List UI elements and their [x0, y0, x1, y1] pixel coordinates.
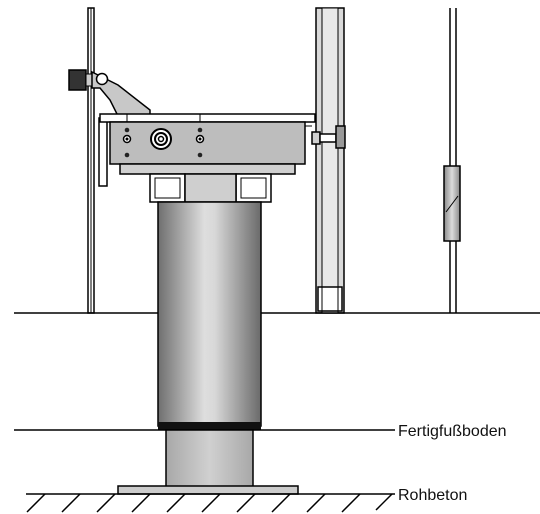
support-blocks [149, 173, 272, 203]
column-foot-band [158, 422, 261, 430]
top-plate-assembly [98, 113, 316, 187]
screw-right-top [197, 127, 203, 133]
left-vertical-pole [87, 7, 95, 314]
top-plate [99, 113, 316, 123]
side-tab [98, 117, 108, 187]
head-body [109, 121, 306, 165]
raw-concrete-label: Rohbeton [398, 487, 467, 504]
right-vertical-rod [443, 8, 461, 313]
head-bottom [119, 163, 296, 175]
finished-floor-label: Fertigfußboden [398, 423, 507, 440]
screw-right-bottom [197, 152, 203, 158]
raw-concrete-surface [26, 493, 395, 513]
support-column [157, 173, 262, 430]
vertical-channel-profile [315, 7, 345, 314]
side-clamp-screw [311, 125, 346, 149]
screw-left-bottom [124, 152, 130, 158]
screw-left-top [124, 127, 130, 133]
clamp-bracket [68, 69, 151, 121]
column-base [117, 429, 299, 495]
base-plate [117, 485, 299, 495]
